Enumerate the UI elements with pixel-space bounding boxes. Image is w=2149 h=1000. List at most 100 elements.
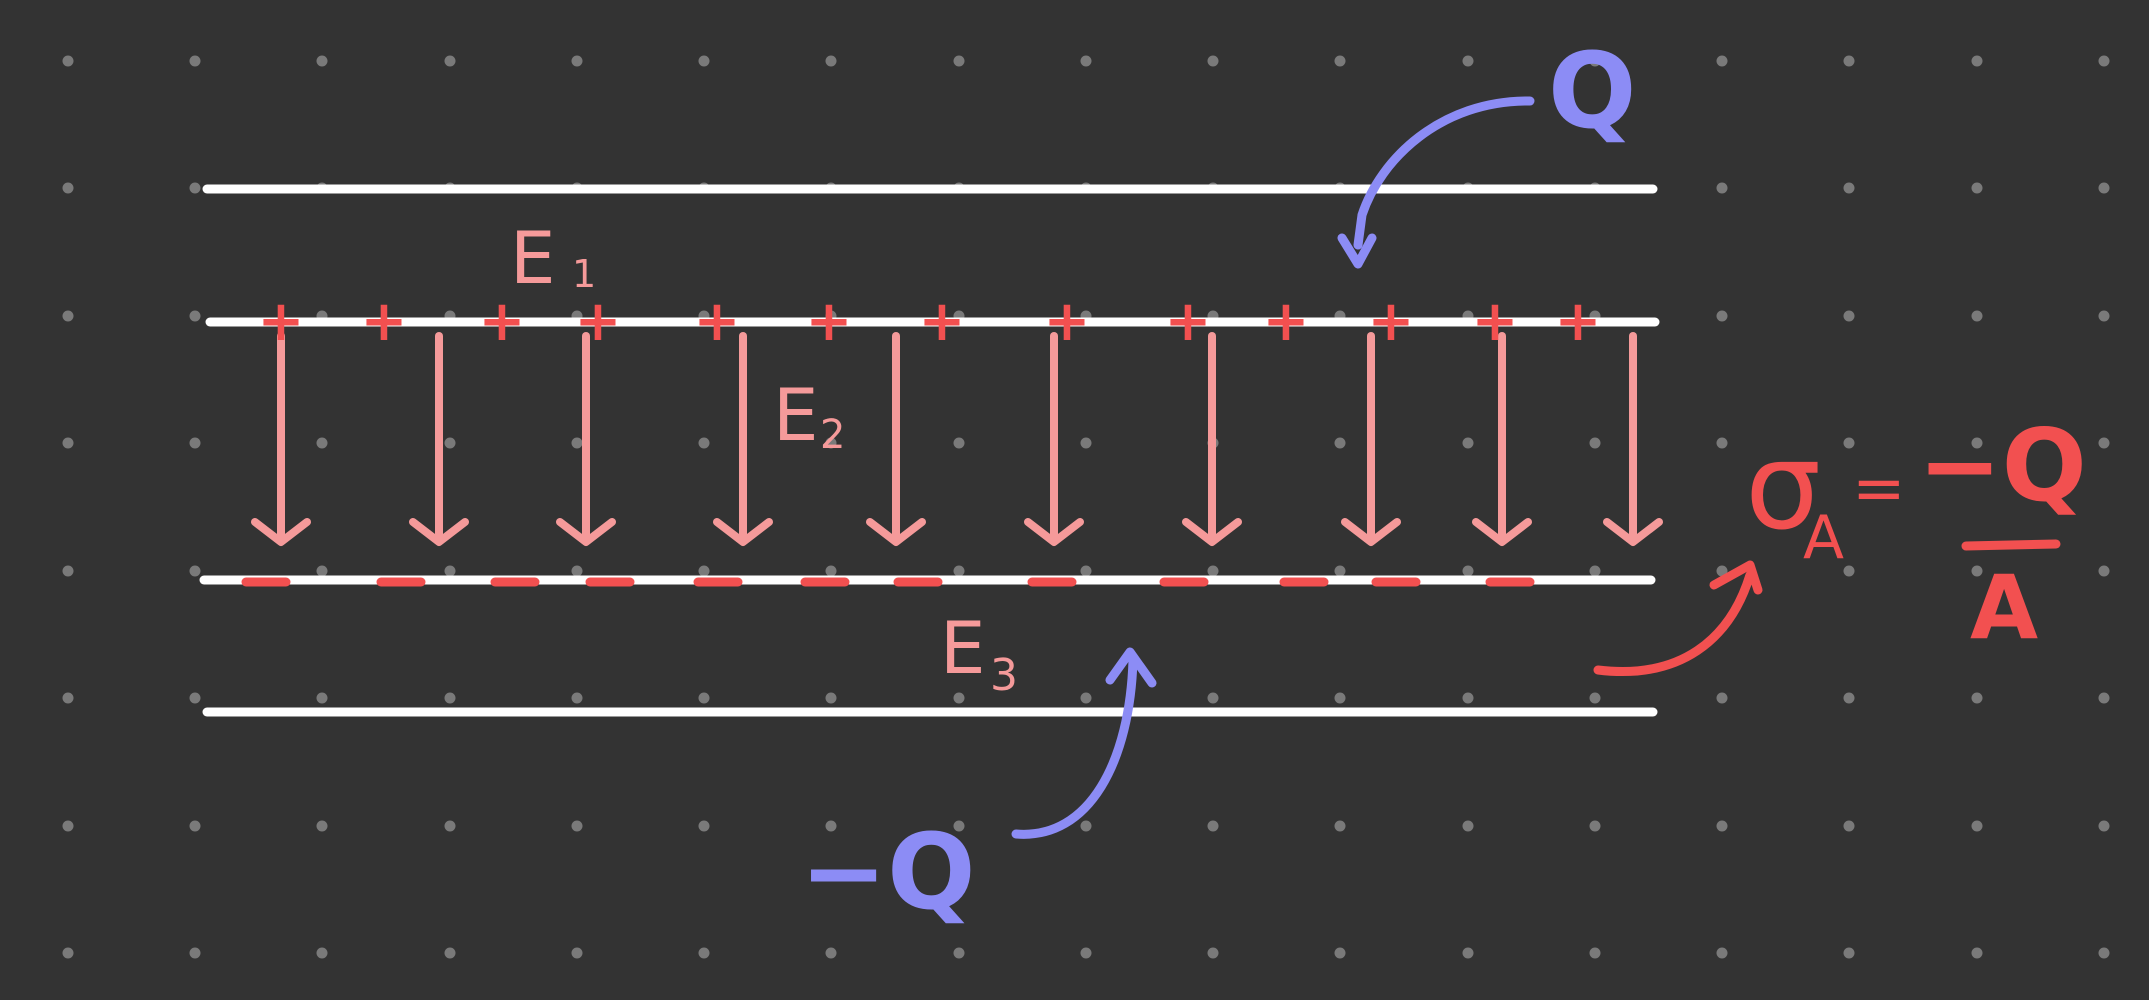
grid-dot bbox=[62, 820, 74, 832]
plus-charge: + bbox=[1044, 289, 1091, 354]
plus-charge: + bbox=[1165, 289, 1212, 354]
grid-dot bbox=[2098, 182, 2110, 194]
grid-dot bbox=[1462, 437, 1474, 449]
grid-dot bbox=[1462, 565, 1474, 577]
field-arrow-icon bbox=[866, 332, 926, 546]
field-label-e1: E 1 bbox=[510, 216, 596, 300]
grid-dot bbox=[316, 820, 328, 832]
grid-dot bbox=[62, 437, 74, 449]
e1-subscript: 1 bbox=[572, 252, 596, 296]
field-arrow-icon bbox=[1182, 332, 1242, 546]
charge-q-annotation: Q bbox=[1337, 30, 1636, 269]
field-label-e2: E 2 bbox=[773, 373, 845, 458]
grid-dot bbox=[1716, 692, 1728, 704]
grid-dot bbox=[1589, 55, 1601, 67]
grid-dot bbox=[1716, 947, 1728, 959]
field-arrow-icon bbox=[1472, 332, 1532, 546]
e1-letter: E bbox=[510, 216, 556, 300]
grid-dot bbox=[316, 565, 328, 577]
grid-dot bbox=[189, 820, 201, 832]
grid-dot bbox=[825, 692, 837, 704]
grid-dot bbox=[953, 692, 965, 704]
fraction-bar bbox=[1961, 539, 2061, 551]
grid-dot bbox=[953, 947, 965, 959]
grid-dot bbox=[825, 55, 837, 67]
formula-denominator: A bbox=[1970, 556, 2038, 659]
grid-dot bbox=[1334, 55, 1346, 67]
grid-dot bbox=[1716, 182, 1728, 194]
pointer-arrow-icon bbox=[1593, 570, 1755, 676]
grid-dot bbox=[698, 947, 710, 959]
grid-dot bbox=[698, 55, 710, 67]
grid-dot bbox=[825, 565, 837, 577]
plus-charges: +++++++++++++ bbox=[258, 289, 1602, 354]
grid-dot bbox=[1971, 55, 1983, 67]
grid-dot bbox=[1207, 565, 1219, 577]
grid-dot bbox=[1971, 820, 1983, 832]
surface-density-formula: σ A = −Q A bbox=[1593, 407, 2087, 676]
grid-dot bbox=[698, 565, 710, 577]
grid-dot bbox=[1971, 182, 1983, 194]
grid-dot bbox=[2098, 820, 2110, 832]
field-label-e3: E 3 bbox=[940, 606, 1018, 701]
grid-dot bbox=[953, 55, 965, 67]
field-arrow-icon bbox=[1603, 332, 1663, 546]
grid-dot bbox=[1080, 820, 1092, 832]
grid-dot bbox=[1843, 437, 1855, 449]
field-arrow-icon bbox=[713, 332, 773, 546]
formula-numerator: −Q bbox=[1918, 407, 2087, 524]
grid-dot bbox=[1589, 820, 1601, 832]
grid-dot bbox=[953, 565, 965, 577]
plus-charge: + bbox=[258, 289, 305, 354]
grid-dot bbox=[698, 692, 710, 704]
grid-dot bbox=[1462, 947, 1474, 959]
field-arrow-icon bbox=[1341, 332, 1401, 546]
equals-sign: = bbox=[1852, 452, 1906, 526]
grid-dot bbox=[1716, 310, 1728, 322]
plus-charge: + bbox=[694, 289, 741, 354]
charge-minus-q-annotation: −Q bbox=[800, 647, 1157, 933]
grid-dot bbox=[1207, 55, 1219, 67]
grid-dot bbox=[571, 947, 583, 959]
grid-dot bbox=[1080, 947, 1092, 959]
grid-dot bbox=[1716, 55, 1728, 67]
grid-dot bbox=[444, 947, 456, 959]
grid-dot bbox=[1589, 947, 1601, 959]
grid-dot bbox=[825, 820, 837, 832]
grid-dot bbox=[698, 820, 710, 832]
grid-dot bbox=[571, 565, 583, 577]
grid-dot bbox=[1080, 692, 1092, 704]
grid-dot bbox=[1334, 565, 1346, 577]
plus-charge: + bbox=[1368, 289, 1415, 354]
plus-charge: + bbox=[806, 289, 853, 354]
grid-dot bbox=[1843, 310, 1855, 322]
grid-dot bbox=[62, 182, 74, 194]
field-arrow-icon bbox=[1024, 332, 1084, 546]
grid-dot bbox=[189, 947, 201, 959]
field-arrow-icon bbox=[556, 332, 616, 546]
plus-charge: + bbox=[1555, 289, 1602, 354]
grid-dot bbox=[189, 565, 201, 577]
grid-dot bbox=[62, 565, 74, 577]
grid-dot bbox=[1971, 565, 1983, 577]
grid-dot bbox=[444, 820, 456, 832]
grid-dot bbox=[825, 437, 837, 449]
grid-dot bbox=[444, 565, 456, 577]
grid-dot bbox=[1843, 182, 1855, 194]
grid-dot bbox=[571, 692, 583, 704]
grid-dot bbox=[1716, 820, 1728, 832]
grid-dot bbox=[1843, 947, 1855, 959]
grid-dot bbox=[1462, 55, 1474, 67]
grid-dot bbox=[1207, 820, 1219, 832]
charge-q-label: Q bbox=[1548, 30, 1636, 152]
grid-dot bbox=[1843, 692, 1855, 704]
grid-dot bbox=[316, 947, 328, 959]
e3-subscript: 3 bbox=[990, 650, 1018, 701]
grid-dot bbox=[316, 55, 328, 67]
grid-dot bbox=[1334, 692, 1346, 704]
grid-dot bbox=[1080, 565, 1092, 577]
grid-dot bbox=[189, 310, 201, 322]
grid-dot bbox=[2098, 565, 2110, 577]
